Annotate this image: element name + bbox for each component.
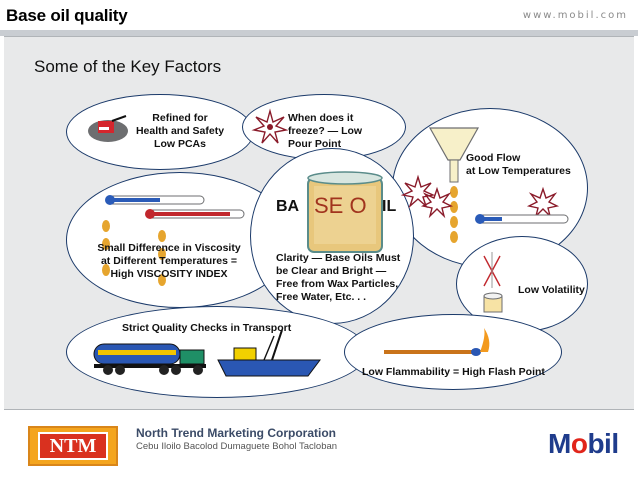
mobil-logo-pre: M (548, 428, 571, 459)
factor-pour-point: When does it freeze? — Low Pour Point (288, 112, 362, 151)
base-oil-label-right: IL (382, 198, 397, 215)
volatility-beaker-icon (483, 252, 503, 313)
company-cities: Cebu Iloilo Bacolod Dumaguete Bohol Tacl… (136, 441, 338, 452)
factor-refined-line-3: Low PCAs (154, 138, 206, 150)
mobil-logo-post: bil (587, 428, 619, 459)
company-name: North Trend Marketing Corporation (136, 426, 337, 440)
tanker-ship-icon (217, 329, 321, 377)
factor-refined-line-1: Refined for (152, 112, 208, 124)
factor-clarity: Clarity — Base Oils Must be Clear and Br… (276, 252, 400, 304)
freeze-burst-icon-3 (420, 186, 454, 219)
freeze-burst-icon (251, 108, 289, 144)
factor-flash-point: Low Flammability = High Flash Point (362, 366, 545, 378)
mobil-logo: Mobil (548, 428, 619, 460)
tanker-truck-icon (93, 343, 206, 375)
freeze-burst-icon-4 (526, 186, 560, 219)
factor-volatility: Low Volatility (518, 284, 585, 296)
factor-clarity-line-4: Free Water, Etc. . . (276, 291, 367, 303)
website-url[interactable]: www.mobil.com (522, 10, 628, 21)
header-divider (0, 30, 638, 36)
factor-viscosity-line-3: High VISCOSITY INDEX (110, 268, 228, 280)
factor-viscosity: Small Difference in Viscosity at Differe… (94, 242, 244, 281)
factor-clarity-line-2: be Clear and Bright — (276, 265, 387, 277)
section-subtitle: Some of the Key Factors (34, 57, 222, 76)
base-oil-label-left: BA (276, 198, 300, 215)
burning-match-icon (384, 328, 490, 356)
factor-good-flow: Good Flow at Low Temperatures (466, 152, 571, 178)
factor-flow-line-1: Good Flow (466, 152, 521, 164)
freeze-burst-icon-2 (400, 174, 436, 209)
funnel-icon (428, 127, 480, 243)
factor-freeze-line-2: freeze? — Low (288, 125, 363, 137)
thermometer-icon-blue (105, 195, 205, 205)
factor-viscosity-line-2: at Different Temperatures = (100, 255, 238, 267)
factor-clarity-line-3: Free from Wax Particles, (276, 278, 399, 290)
mobil-logo-o: o (570, 428, 588, 459)
slide-title: Base oil quality (6, 6, 128, 25)
factor-flow-line-2: at Low Temperatures (466, 165, 571, 177)
oil-beaker-icon (307, 171, 383, 253)
factor-freeze-line-1: When does it (288, 112, 354, 124)
bubble-transport (66, 306, 368, 398)
factor-clarity-line-1: Clarity — Base Oils Must (276, 252, 401, 264)
base-oil-label-mid: SE O (314, 193, 367, 218)
ntm-logo: NTM (38, 432, 108, 460)
factor-viscosity-line-1: Small Difference in Viscosity (97, 242, 241, 254)
oil-drops-icon (102, 220, 166, 286)
thermometer-icon-red (145, 209, 245, 219)
factor-refined-line-2: Health and Safety (135, 125, 225, 137)
hazard-can-icon (88, 115, 128, 142)
factor-refined: Refined for Health and Safety Low PCAs (120, 112, 240, 151)
thermometer-icon-right (475, 214, 569, 224)
factor-freeze-line-3: Pour Point (288, 138, 342, 150)
factor-transport: Strict Quality Checks in Transport (122, 322, 292, 334)
